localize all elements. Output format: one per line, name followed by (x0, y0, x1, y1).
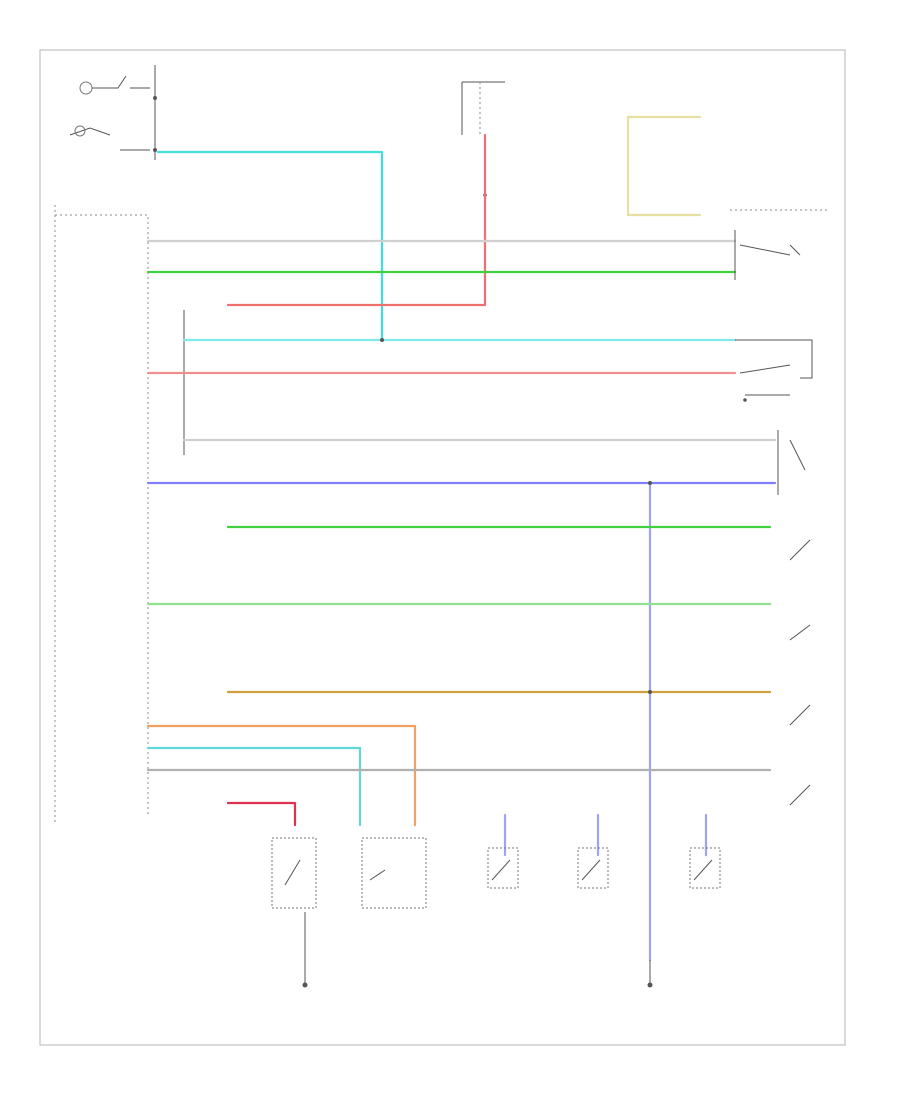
right-switch-e (789, 624, 811, 641)
bottom-switch-4 (577, 813, 609, 889)
bottom-switch-5 (689, 813, 721, 889)
wire-ltblu-3 (146, 746, 362, 827)
wire-red-fuse (226, 133, 487, 307)
right-switch-b (735, 339, 813, 402)
bottom-switch-6 (647, 960, 653, 988)
front-seatbelt-switch (69, 65, 157, 160)
splice-node-1 (380, 338, 384, 342)
main-control-unit (54, 205, 149, 825)
fuse-block (461, 81, 505, 197)
diagram-frame (39, 49, 846, 1046)
right-switch-f (789, 704, 811, 806)
right-top-component (626, 115, 830, 217)
bottom-switch-1 (271, 837, 317, 988)
splice-node-2 (648, 481, 652, 485)
wire-org-1 (146, 724, 417, 827)
right-switch-a (734, 230, 801, 280)
bottom-switch-3 (487, 813, 519, 889)
wire-ltblu-top (156, 150, 384, 342)
w-yel-1 (626, 115, 702, 217)
right-switch-d (789, 539, 811, 561)
splice-node-3 (648, 690, 652, 694)
bottom-switch-2 (361, 837, 427, 909)
right-switch-c (777, 430, 806, 495)
wire-red-2 (226, 801, 297, 827)
